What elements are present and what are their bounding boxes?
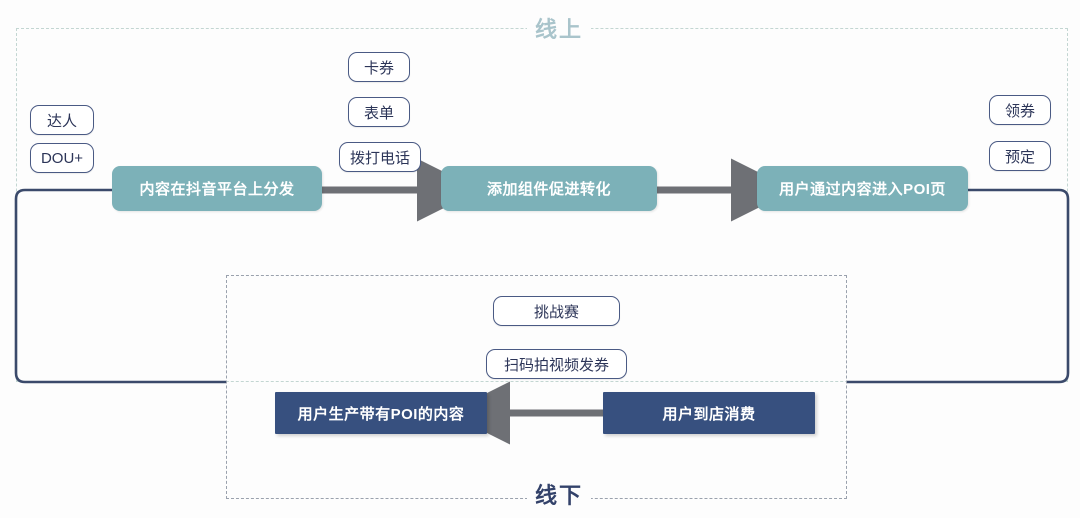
process-box-user-generate-poi[interactable]: 用户生产带有POI的内容 [275,392,487,434]
process-box-user-in-store[interactable]: 用户到店消费 [603,392,815,434]
pill-reserve[interactable]: 预定 [989,141,1051,171]
pill-scan-shoot-coupon[interactable]: 扫码拍视频发券 [486,349,627,379]
process-box-user-in-store-label: 用户到店消费 [662,405,756,423]
process-box-enter-poi-page[interactable]: 用户通过内容进入POI页 [757,166,968,211]
pill-douplus-label: DOU+ [40,149,84,167]
zone-title-online: 线上 [527,12,592,44]
pill-challenge-label: 挑战赛 [533,303,579,321]
pill-challenge[interactable]: 挑战赛 [493,296,620,326]
process-box-user-generate-poi-label: 用户生产带有POI的内容 [297,405,465,423]
pill-card-coupon[interactable]: 卡券 [348,52,410,82]
process-box-add-component[interactable]: 添加组件促进转化 [441,166,657,211]
pill-card-coupon-label: 卡券 [363,59,394,77]
pill-get-coupon-label: 领券 [1004,102,1035,120]
pill-reserve-label: 预定 [1004,148,1035,166]
pill-talent-label: 达人 [46,112,77,130]
pill-douplus[interactable]: DOU+ [30,143,94,173]
pill-make-call-label: 拨打电话 [349,149,410,167]
process-box-content-distribute-label: 内容在抖音平台上分发 [139,181,295,198]
process-box-enter-poi-page-label: 用户通过内容进入POI页 [779,181,946,198]
pill-scan-shoot-coupon-label: 扫码拍视频发券 [503,356,609,374]
zone-title-offline: 线下 [527,478,592,510]
pill-talent[interactable]: 达人 [30,105,94,135]
pill-form[interactable]: 表单 [348,97,410,127]
process-box-add-component-label: 添加组件促进转化 [486,181,611,198]
process-box-content-distribute[interactable]: 内容在抖音平台上分发 [112,166,322,211]
pill-form-label: 表单 [363,104,394,122]
pill-make-call[interactable]: 拨打电话 [339,142,421,172]
pill-get-coupon[interactable]: 领券 [989,95,1051,125]
